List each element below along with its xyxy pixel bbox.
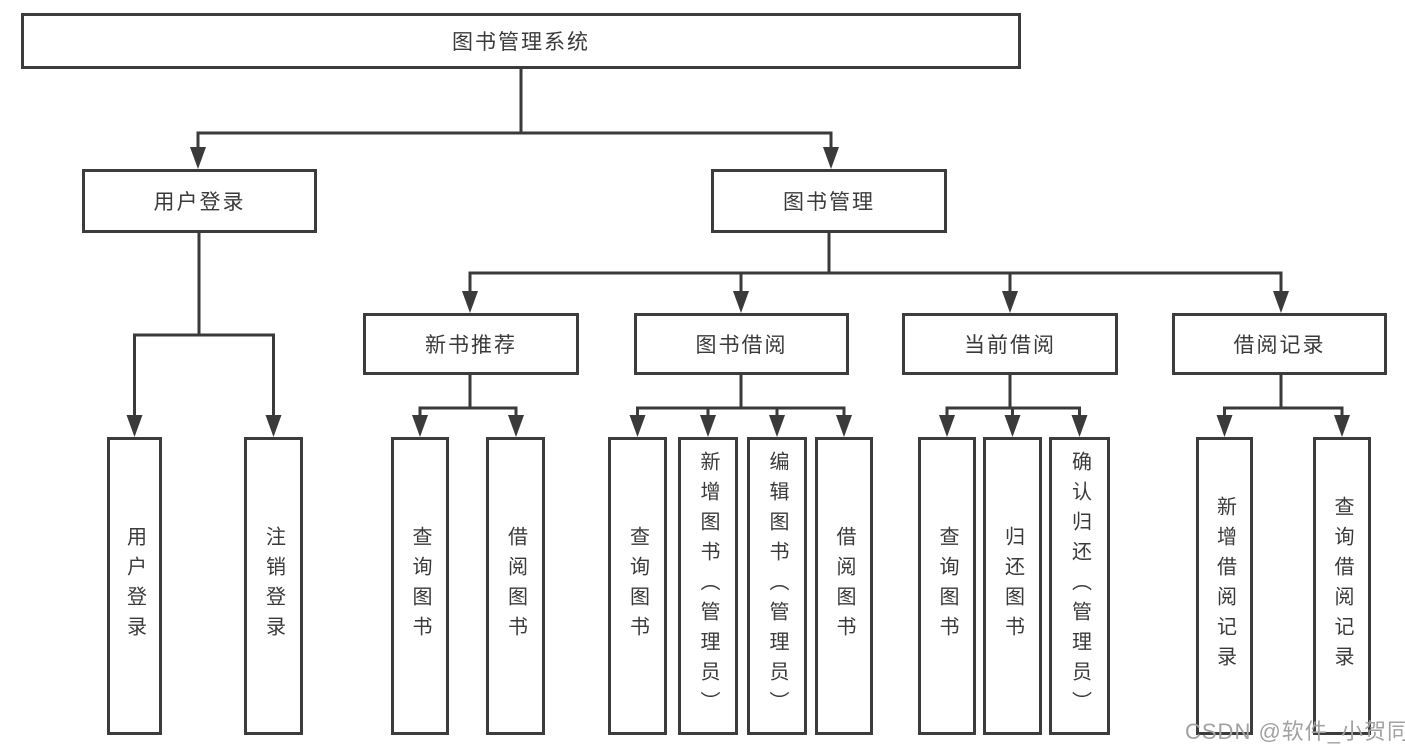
node-label: 查询图书	[936, 526, 958, 646]
arrowhead-borrowing	[733, 291, 749, 313]
node-label: 归还图书	[1001, 526, 1024, 646]
arrowhead-leaf-logout	[265, 415, 282, 437]
node-label: 查询图书	[626, 526, 649, 646]
node-leaf-logout: 注销登录	[244, 437, 303, 735]
node-leaf-cb-confirm-return-admin: 确认归还（管理员）	[1049, 437, 1110, 735]
node-book-management: 图书管理	[711, 169, 947, 233]
arrowhead-cb-query	[939, 415, 955, 437]
arrowhead-br-query	[1334, 415, 1350, 437]
node-leaf-bb-edit-books-admin: 编辑图书（管理员）	[747, 437, 807, 735]
node-leaf-br-add-record: 新增借阅记录	[1196, 437, 1253, 735]
node-label: 新增借阅记录	[1213, 496, 1236, 676]
node-label: 用户登录	[153, 191, 246, 214]
arrowhead-bb-add	[700, 415, 716, 437]
node-label: 用户登录	[123, 526, 146, 646]
csdn-watermark: CSDN @软件_小贺同学	[1185, 719, 1405, 744]
arrowhead-bb-query	[629, 415, 646, 437]
arrowhead-nb-query	[412, 415, 428, 437]
node-label: 编辑图书（管理员）	[766, 451, 788, 721]
node-new-book-recommend: 新书推荐	[363, 313, 579, 375]
node-label: 注销登录	[262, 526, 285, 646]
node-label: 确认归还（管理员）	[1068, 451, 1091, 721]
node-leaf-cb-return-books: 归还图书	[983, 437, 1042, 735]
arrowhead-records	[1273, 291, 1289, 313]
node-leaf-user-login: 用户登录	[107, 437, 162, 735]
node-leaf-nb-borrow-books: 借阅图书	[486, 437, 545, 735]
arrowhead-nb-borrow	[508, 415, 524, 437]
arrowhead-br-add	[1216, 415, 1233, 437]
node-leaf-bb-add-books-admin: 新增图书（管理员）	[678, 437, 738, 735]
node-label: 新书推荐	[425, 334, 517, 357]
arrowhead-cb-return	[1004, 415, 1021, 437]
arrowhead-bb-borrow	[836, 415, 852, 437]
node-label: 借阅图书	[833, 526, 855, 646]
node-label: 图书管理系统	[452, 31, 590, 54]
node-label: 图书管理	[783, 191, 875, 214]
arrowhead-current	[1002, 291, 1018, 313]
node-leaf-bb-borrow-books: 借阅图书	[815, 437, 873, 735]
node-label: 借阅图书	[504, 526, 527, 646]
node-label: 查询借阅记录	[1331, 496, 1353, 676]
arrowhead-bb-edit	[769, 415, 785, 437]
node-label: 借阅记录	[1233, 334, 1326, 357]
node-label: 图书借阅	[695, 334, 788, 357]
arrowhead-newbook	[462, 291, 478, 313]
node-leaf-nb-query-books: 查询图书	[391, 437, 449, 735]
node-user-login: 用户登录	[82, 169, 317, 233]
node-borrowing-records: 借阅记录	[1172, 313, 1387, 375]
node-label: 查询图书	[409, 526, 431, 646]
arrowhead-leaf-login	[126, 415, 143, 437]
node-label: 当前借阅	[964, 334, 1056, 357]
arrowhead-book-mgmt	[823, 147, 839, 169]
arrowhead-user-login	[190, 147, 206, 169]
node-leaf-cb-query-books: 查询图书	[918, 437, 976, 735]
node-leaf-bb-query-books: 查询图书	[608, 437, 667, 735]
node-root-system: 图书管理系统	[21, 13, 1021, 69]
node-current-borrowing: 当前借阅	[902, 313, 1118, 375]
node-leaf-br-query-record: 查询借阅记录	[1313, 437, 1371, 735]
node-label: 新增图书（管理员）	[697, 451, 719, 721]
arrowhead-cb-confirm	[1071, 415, 1088, 437]
node-book-borrowing: 图书借阅	[634, 313, 849, 375]
